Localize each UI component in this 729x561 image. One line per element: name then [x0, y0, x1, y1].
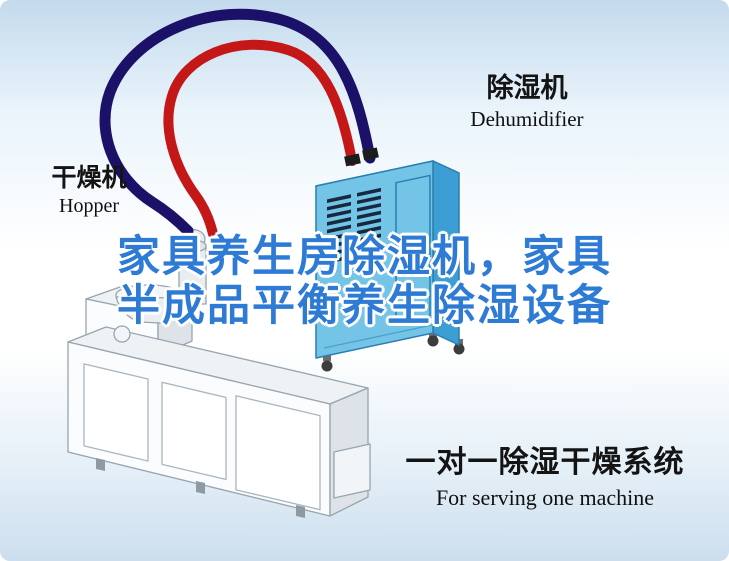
door-panel [324, 174, 433, 349]
hopper-cone [115, 296, 183, 324]
navy-pipe [99, 8, 376, 237]
dehumidifier-illustration [315, 160, 465, 372]
end-box [333, 443, 371, 499]
panel-2 [161, 381, 227, 481]
flange-detail [113, 325, 131, 343]
pipe-fittings [344, 147, 379, 167]
machine-front-panels [83, 363, 321, 511]
machine-foot [196, 481, 205, 494]
system-label-en: For serving one machine [435, 485, 655, 510]
caster-stem [429, 331, 437, 337]
pipes [99, 8, 376, 239]
hopper-label: 干燥机 Hopper [28, 164, 150, 217]
vent-grille [327, 187, 381, 268]
watermark-text: 家具养生房除湿机，家具 半成品平衡养生除湿设备 [117, 233, 612, 330]
hopper-label-cn: 干燥机 [51, 163, 127, 192]
riser-flange [178, 239, 207, 253]
watermark-line-1: 家具养生房除湿机，家具 [117, 232, 612, 282]
pipe-fitting [362, 147, 379, 161]
dehumidifier-label-cn: 除湿机 [486, 73, 568, 104]
machine-foot [96, 458, 105, 471]
panel-1 [83, 363, 149, 462]
machine-foot [296, 505, 305, 518]
kick-panel-seam [324, 324, 433, 349]
door-latch [400, 241, 409, 253]
hopper-label-en: Hopper [59, 194, 119, 217]
caster-wheel [321, 360, 333, 372]
watermark-line-2: 半成品平衡养生除湿设备 [117, 280, 612, 331]
system-label: 一对一除湿干燥系统 For serving one machine [399, 446, 691, 510]
system-label-cn: 一对一除湿干燥系统 [405, 445, 685, 480]
dehumidifier-label: 除湿机 Dehumidifier [452, 74, 602, 131]
dehumidifier-label-en: Dehumidifier [470, 106, 584, 131]
red-pipe [163, 39, 357, 239]
dehumidifier-front-face [315, 160, 434, 359]
pipe-fitting [344, 153, 361, 167]
hopper-machine-illustration [67, 228, 371, 518]
caster-wheel [453, 343, 465, 355]
riser-pipe [178, 245, 207, 305]
panel-3 [235, 395, 321, 511]
caster-wheel [427, 335, 439, 347]
door-outline [395, 174, 431, 326]
caster-stem [323, 355, 331, 361]
